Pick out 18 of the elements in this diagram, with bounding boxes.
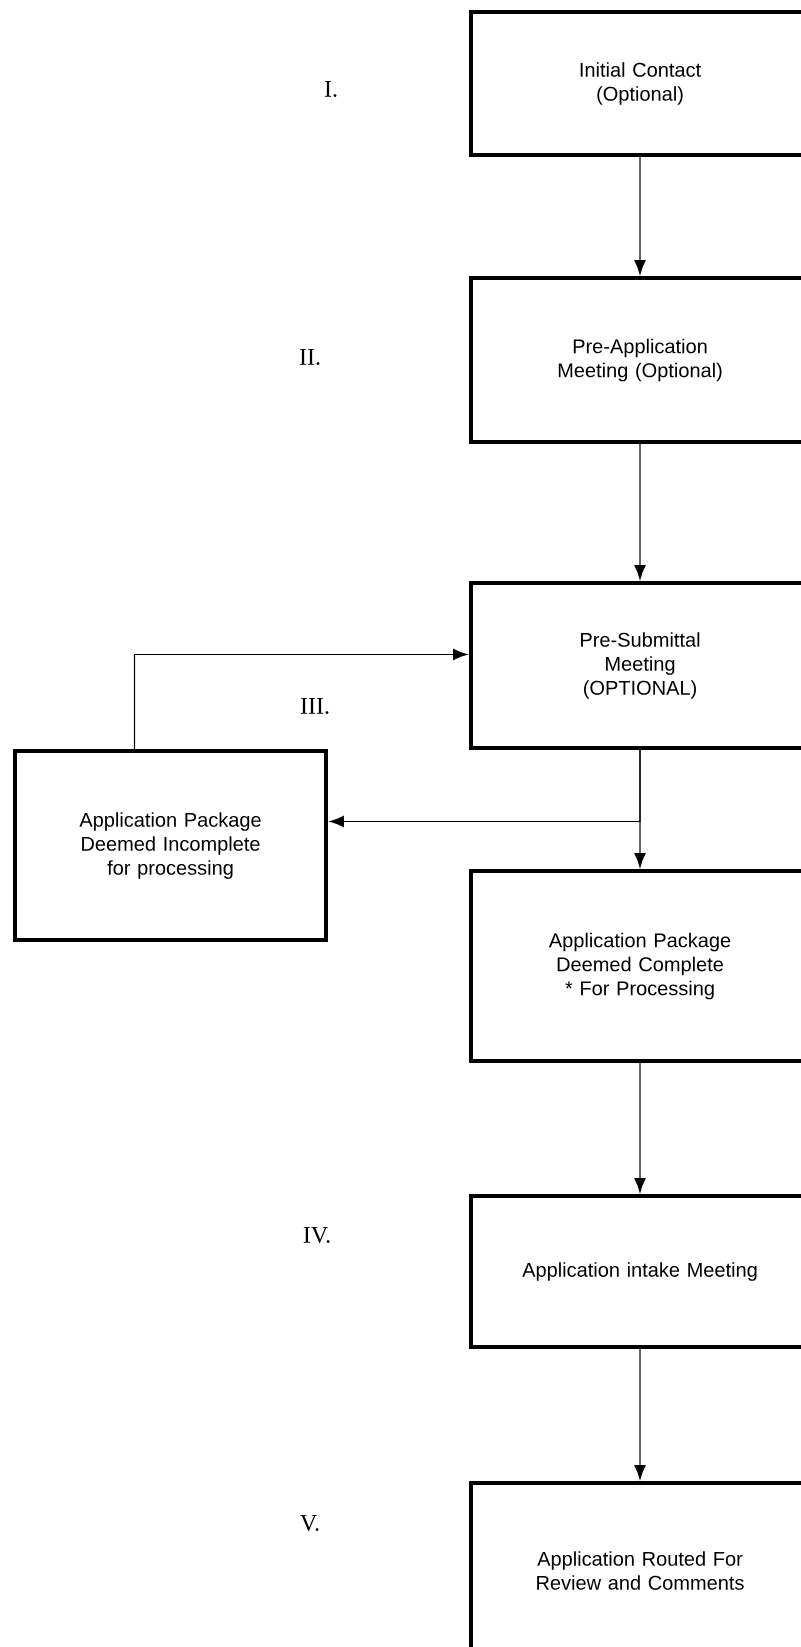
process-box: Application intake Meeting — [469, 1194, 801, 1349]
process-box: Application Package Deemed Incomplete for processing — [13, 749, 328, 942]
process-box: Application Routed For Review and Comments — [469, 1481, 801, 1647]
step-number: I. — [324, 81, 337, 98]
process-box: Pre-Application Meeting (Optional) — [469, 276, 801, 444]
arrow — [133, 648, 468, 750]
step-number: IV. — [303, 1227, 330, 1244]
arrow — [634, 156, 646, 275]
arrow — [634, 1062, 646, 1193]
process-box: Pre-Submittal Meeting (OPTIONAL) — [469, 581, 801, 750]
arrow — [634, 749, 646, 868]
step-number: II. — [299, 349, 320, 366]
step-number: V. — [300, 1515, 319, 1532]
arrow — [634, 1348, 646, 1480]
process-box: Application Package Deemed Complete * For Processing — [469, 869, 801, 1063]
arrow — [634, 443, 646, 580]
step-number: III. — [300, 698, 329, 715]
process-box: Initial Contact (Optional) — [469, 10, 801, 157]
